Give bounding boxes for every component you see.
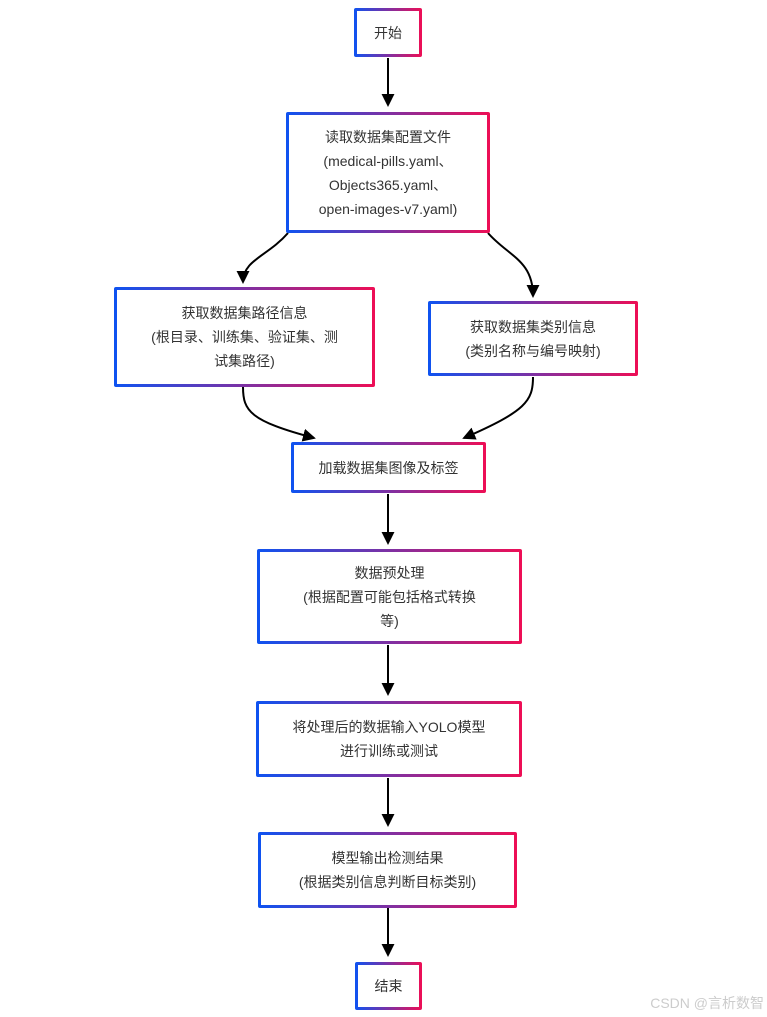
flowchart-node-end: 结束 bbox=[355, 962, 422, 1010]
arrow-classes-to-load bbox=[462, 376, 534, 440]
flowchart-node-dataset-paths: 获取数据集路径信息 (根目录、训练集、验证集、测 试集路径) bbox=[114, 287, 375, 387]
flowchart-node-preprocess: 数据预处理 (根据配置可能包括格式转换 等) bbox=[257, 549, 522, 644]
arrow-config-to-classes bbox=[487, 232, 540, 298]
flowchart-node-dataset-classes: 获取数据集类别信息 (类别名称与编号映射) bbox=[428, 301, 638, 376]
flowchart-node-yolo-model: 将处理后的数据输入YOLO模型 进行训练或测试 bbox=[256, 701, 522, 777]
flowchart-node-start: 开始 bbox=[354, 8, 422, 57]
flowchart-node-read-config: 读取数据集配置文件 (medical-pills.yaml、 Objects36… bbox=[286, 112, 490, 233]
arrow-config-to-paths bbox=[236, 232, 289, 284]
csdn-watermark: CSDN @言析数智 bbox=[650, 995, 764, 1011]
arrow-paths-to-load bbox=[242, 386, 316, 442]
flowchart-node-load-images-labels: 加载数据集图像及标签 bbox=[291, 442, 486, 493]
flowchart-node-detection-output: 模型输出检测结果 (根据类别信息判断目标类别) bbox=[258, 832, 517, 908]
